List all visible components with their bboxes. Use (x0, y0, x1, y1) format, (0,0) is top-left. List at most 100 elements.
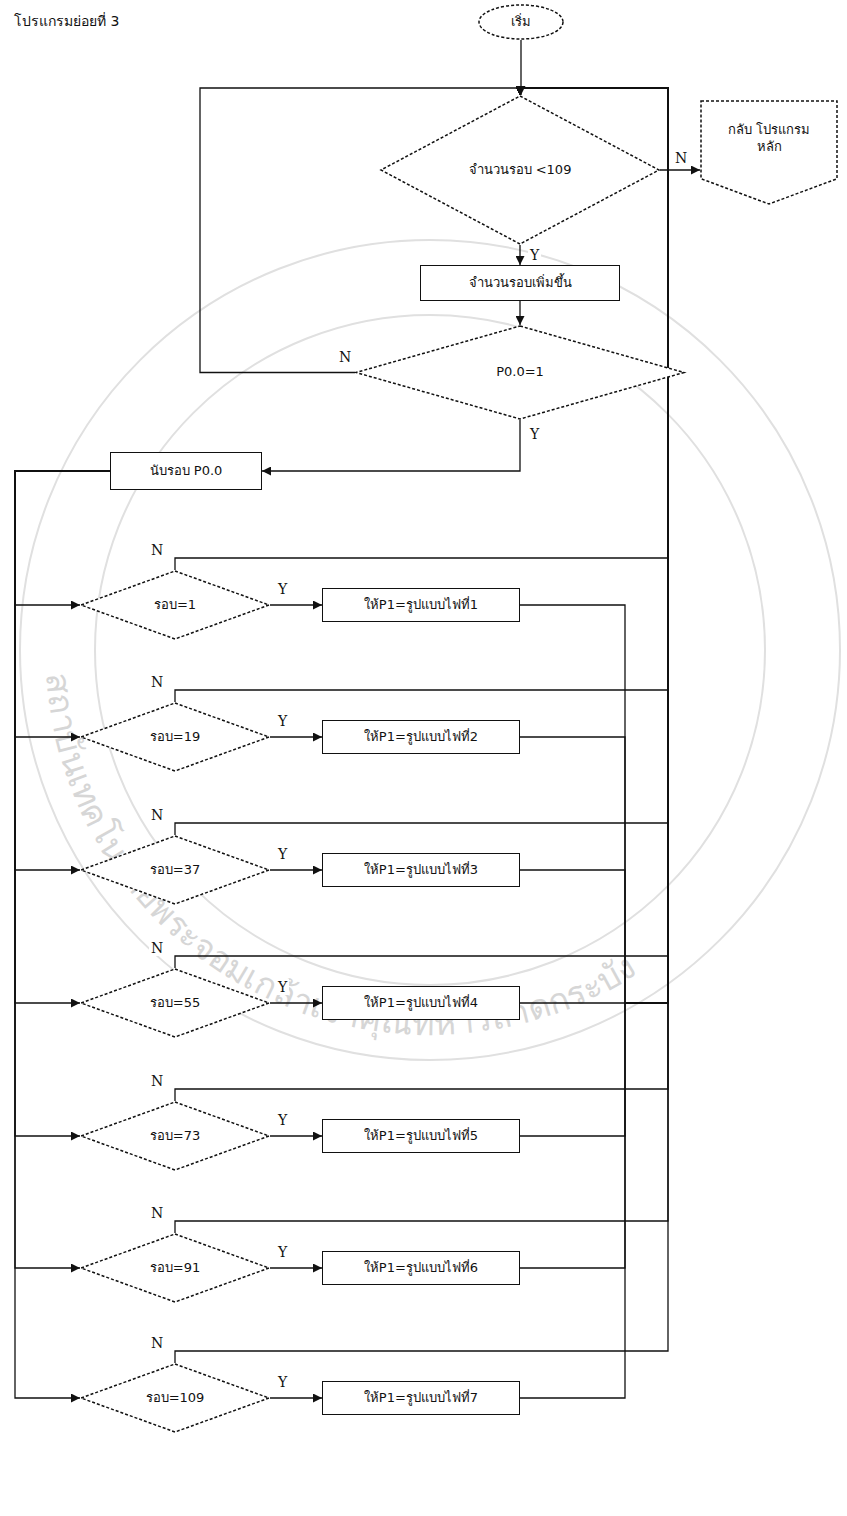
decision-diamond: รอบ=37 (80, 835, 270, 905)
process-box: นับรอบ P0.0 (110, 452, 262, 490)
branch-label: Y (276, 1244, 289, 1260)
flow-connector (270, 1002, 322, 1003)
node-label: ให้P1=รูปแบบไฟที่3 (364, 862, 478, 879)
decision-diamond: รอบ=109 (80, 1363, 270, 1433)
node-text: รอบ=55 (150, 995, 200, 1012)
node-text: ให้P1=รูปแบบไฟที่2 (364, 729, 478, 746)
flow-connector (270, 1135, 322, 1136)
branch-label: Y (276, 979, 289, 995)
decision-diamond: รอบ=91 (80, 1233, 270, 1303)
flow-connector (270, 604, 322, 605)
node-label: ให้P1=รูปแบบไฟที่4 (364, 995, 478, 1012)
decision-outline (81, 1234, 269, 1302)
branch-label: Y (528, 247, 541, 263)
node-text: รอบ=37 (150, 862, 200, 879)
branch-label: Y (276, 581, 289, 597)
flow-connector (270, 869, 322, 870)
node-text: นับรอบ P0.0 (150, 463, 223, 480)
flow-connector (175, 88, 668, 1101)
node-label: รอบ=55 (150, 995, 200, 1012)
branch-label: Y (528, 426, 541, 442)
flow-connector (15, 471, 110, 1136)
node-label: รอบ=37 (150, 862, 200, 879)
flow-connector (15, 471, 110, 870)
decision-diamond: รอบ=1 (80, 570, 270, 640)
branch-label: Y (276, 846, 289, 862)
start-terminal: เริ่ม (478, 4, 564, 40)
node-text: P0.0=1 (496, 364, 544, 381)
offpage-outline (701, 101, 837, 204)
branch-label: N (673, 150, 689, 166)
flow-connector (270, 1267, 322, 1268)
node-text: กลับ โปรแกรมหลัก (722, 122, 817, 156)
flow-connector (175, 88, 668, 1233)
branch-label: N (149, 940, 165, 956)
branch-label: Y (276, 1112, 289, 1128)
decision-outline (81, 1102, 269, 1170)
node-text: จำนวนรอบเพิ่มขึ้น (469, 275, 572, 292)
node-text: รอบ=73 (150, 1128, 200, 1145)
process-box: ให้P1=รูปแบบไฟที่3 (322, 853, 520, 887)
watermark-text: สถาบันเทคโนโลยีพระจอมเกล้าเจ้าคุณทหารลาด… (38, 671, 644, 1043)
return-connector: กลับ โปรแกรมหลัก (700, 100, 838, 205)
branch-label: N (149, 807, 165, 823)
decision-diamond: P0.0=1 (355, 325, 685, 420)
node-label: ให้P1=รูปแบบไฟที่1 (364, 597, 478, 614)
flow-connector (270, 1397, 322, 1398)
node-label: เริ่ม (511, 14, 531, 31)
node-text: ให้P1=รูปแบบไฟที่3 (364, 862, 478, 879)
branch-label: N (337, 349, 353, 365)
flow-connector (520, 40, 521, 95)
flow-connector (175, 88, 668, 968)
branch-label: N (149, 1073, 165, 1089)
process-box: ให้P1=รูปแบบไฟที่7 (322, 1381, 520, 1415)
decision-outline (81, 1364, 269, 1432)
terminal-ellipse (479, 5, 563, 39)
seal-ring (20, 240, 840, 1060)
flow-connector (520, 88, 668, 1136)
node-text: เริ่ม (511, 14, 531, 31)
decision-diamond: รอบ=19 (80, 702, 270, 772)
node-text: จำนวนรอบ <109 (469, 162, 572, 179)
branch-label: Y (276, 713, 289, 729)
decision-outline (81, 969, 269, 1037)
flow-connector (519, 301, 520, 325)
decision-diamond: รอบ=73 (80, 1101, 270, 1171)
node-label: รอบ=1 (154, 597, 196, 614)
branch-label: N (149, 542, 165, 558)
node-label: รอบ=19 (150, 729, 200, 746)
node-label: ให้P1=รูปแบบไฟที่7 (364, 1390, 478, 1407)
flow-connector (519, 245, 520, 265)
process-box: ให้P1=รูปแบบไฟที่4 (322, 986, 520, 1020)
decision-diamond: รอบ=55 (80, 968, 270, 1038)
branch-label: Y (276, 1374, 289, 1390)
process-box: ให้P1=รูปแบบไฟที่6 (322, 1251, 520, 1285)
decision-diamond: จำนวนรอบ <109 (380, 95, 660, 245)
node-label: รอบ=91 (150, 1260, 200, 1277)
process-box: ให้P1=รูปแบบไฟที่2 (322, 720, 520, 754)
flow-connector (262, 420, 520, 471)
node-label: ให้P1=รูปแบบไฟที่5 (364, 1128, 478, 1145)
node-text: ให้P1=รูปแบบไฟที่5 (364, 1128, 478, 1145)
decision-outline (356, 326, 684, 419)
node-text: ให้P1=รูปแบบไฟที่4 (364, 995, 478, 1012)
node-label: จำนวนรอบเพิ่มขึ้น (469, 275, 572, 292)
flow-connector (175, 88, 668, 570)
node-text: รอบ=109 (146, 1390, 205, 1407)
node-label: รอบ=73 (150, 1128, 200, 1145)
decision-outline (381, 96, 659, 244)
node-label: รอบ=109 (146, 1390, 205, 1407)
branch-label: N (149, 674, 165, 690)
decision-outline (81, 703, 269, 771)
flow-connector (660, 169, 700, 170)
node-text: รอบ=91 (150, 1260, 200, 1277)
process-box: ให้P1=รูปแบบไฟที่5 (322, 1119, 520, 1153)
process-box: จำนวนรอบเพิ่มขึ้น (420, 265, 620, 301)
node-label: ให้P1=รูปแบบไฟที่2 (364, 729, 478, 746)
page-heading: โปรแกรมย่อยที่ 3 (14, 10, 119, 32)
node-text: รอบ=1 (154, 597, 196, 614)
node-label: P0.0=1 (496, 364, 544, 381)
